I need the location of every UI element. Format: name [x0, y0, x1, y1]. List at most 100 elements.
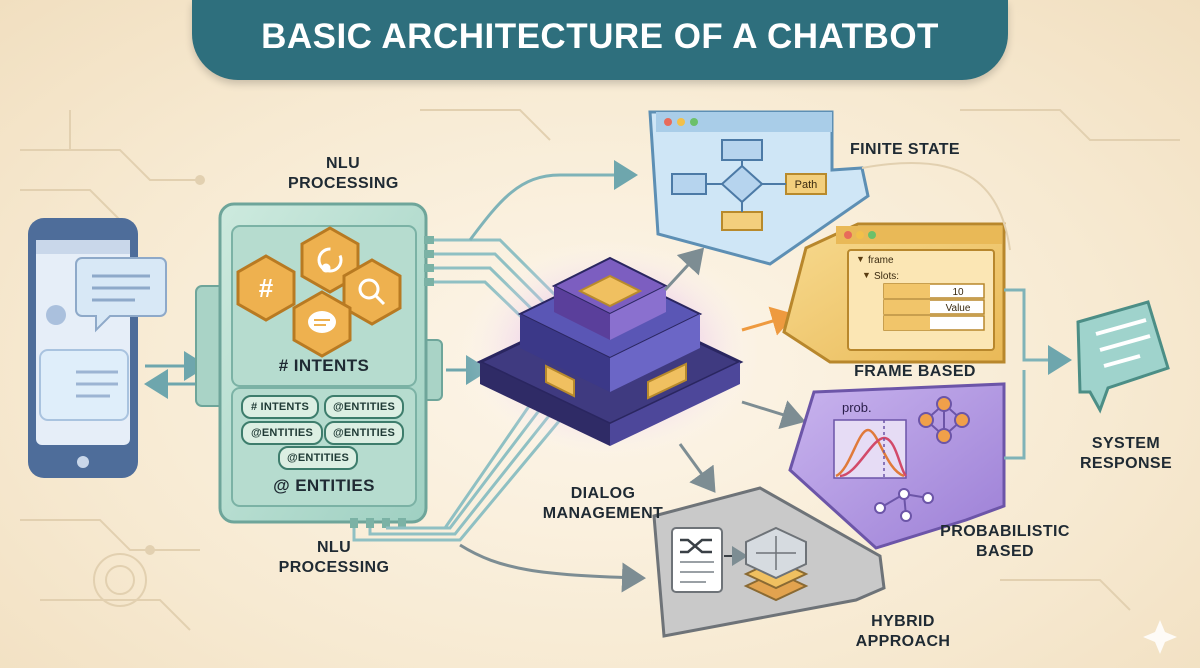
hybrid-label-line1: HYBRID: [871, 613, 935, 630]
connector-finite-frame: [861, 161, 1011, 251]
pin: [366, 518, 374, 528]
page-title: BASIC ARCHITECTURE OF A CHATBOT: [261, 17, 939, 56]
circuit-line-8: [420, 109, 551, 141]
refresh-icon: [317, 247, 343, 273]
hybrid-label: HYBRID APPROACH: [838, 612, 968, 652]
finite-state-label: FINITE STATE: [850, 141, 960, 158]
window-dot-yellow: [677, 118, 685, 126]
dialog-mid-right: [610, 314, 700, 392]
window-dot-green: [868, 231, 876, 239]
nlu-top-label: NLU PROCESSING: [288, 154, 398, 194]
prob-label-line2: BASED: [975, 543, 1034, 560]
response-label-line1: SYSTEM: [1091, 435, 1161, 452]
hashtag-icon: #: [259, 273, 274, 303]
dialog-mid-left: [520, 314, 610, 392]
circuit-ring-2: [105, 565, 135, 595]
entities-label: @ ENTITIES: [273, 476, 375, 495]
nlu-bottom-label: NLU PROCESSING: [274, 538, 394, 578]
pin: [398, 518, 406, 528]
state-connectors: [706, 160, 786, 212]
circuit-dot-1: [195, 175, 205, 185]
slot-key-2: [884, 300, 930, 314]
intents-label: # INTENTS: [278, 356, 370, 375]
network-node: [922, 492, 934, 504]
response-bubble: [1076, 300, 1170, 414]
hybrid-label-line2: APPROACH: [855, 633, 951, 650]
phone-device: [28, 218, 167, 478]
circuit-line-2: [20, 189, 121, 221]
dialog-core: [460, 240, 760, 460]
probabilistic-label: PROBABILISTIC BASED: [930, 522, 1080, 562]
window-dot-yellow: [856, 231, 864, 239]
state-box-top: [721, 139, 763, 161]
arrow-dialog-to-prob: [741, 400, 806, 429]
circuit-line-6: [960, 109, 1180, 141]
dialog-top-right: [610, 286, 666, 340]
triangle-icon: ▼: [856, 254, 865, 264]
tag-pill: @ENTITIES: [324, 421, 404, 445]
prob-curve-1: [835, 428, 905, 478]
network-node: [936, 428, 952, 444]
dialog-gold-block-right: [647, 362, 687, 400]
sparkle-icon: [1143, 620, 1177, 654]
circuit-ring-1: [93, 553, 147, 607]
response-label-line2: RESPONSE: [1079, 455, 1173, 472]
dialog-label-line2: MANAGEMENT: [542, 505, 664, 522]
arrow-dialog-to-finite: [663, 247, 705, 292]
wire: [368, 411, 554, 536]
system-response-label: SYSTEM RESPONSE: [1066, 434, 1186, 474]
circuit-line-4: [20, 519, 200, 551]
dialog-base-left: [480, 362, 610, 446]
circuit-line-1: [20, 149, 200, 181]
nlu-bottom-label-line1: NLU: [316, 539, 352, 556]
phone-home-button: [77, 456, 89, 468]
window-dot-red: [844, 231, 852, 239]
circuit-line-7: [1000, 579, 1131, 611]
shuffle-icon: [680, 538, 712, 554]
finite-state-window: Path: [648, 110, 870, 266]
network-node: [874, 502, 886, 514]
chat-bubble-icon: [308, 311, 336, 333]
arrow-dialog-to-hybrid: [678, 443, 716, 493]
frame-title: frame: [868, 255, 894, 266]
response-line-3: [1103, 354, 1141, 368]
arrow-to-hybrid: [459, 543, 646, 593]
dialog-management-label: DIALOG MANAGEMENT: [528, 484, 678, 524]
hex-hashtag: [236, 254, 296, 322]
probabilistic-card: prob.: [788, 382, 1006, 550]
triangle-icon-2: ▼: [862, 270, 871, 280]
pin: [350, 518, 358, 528]
nlu-bottom-label-line2: PROCESSING: [278, 559, 390, 576]
circuit-dot-2: [145, 545, 155, 555]
wire: [402, 395, 538, 530]
pin: [424, 236, 434, 244]
dialog-top-left: [554, 286, 610, 340]
pin: [424, 264, 434, 272]
phone-status-bar: [36, 240, 130, 254]
response-line-1: [1095, 318, 1147, 336]
tag-pill: @ENTITIES: [324, 395, 404, 419]
title-banner: BASIC ARCHITECTURE OF A CHATBOT: [192, 0, 1008, 80]
wire: [352, 419, 562, 542]
prob-label: prob.: [842, 400, 872, 415]
nlu-top-label-line2: PROCESSING: [288, 175, 399, 192]
state-box-bottom: [721, 211, 763, 231]
slot-value-2: Value: [946, 303, 971, 314]
window-dot-red: [664, 118, 672, 126]
tag-pill: # INTENTS: [241, 395, 319, 419]
response-line-2: [1099, 334, 1151, 352]
network-node: [898, 488, 910, 500]
hybrid-card: [652, 486, 886, 638]
network-node: [918, 412, 934, 428]
slots-label: Slots:: [874, 271, 899, 282]
document-icon: [671, 527, 723, 593]
nlu-top-label-line1: NLU: [325, 155, 361, 172]
slot-value-1: 10: [952, 287, 964, 298]
frame-based-window: ▼ frame ▼ Slots: 10 Value: [782, 222, 1006, 364]
prob-label-line1: PROBABILISTIC: [940, 523, 1070, 540]
arrow-to-finite-state: [468, 160, 638, 241]
slot-key-1: [884, 284, 930, 298]
dialog-gold-block-left: [545, 364, 575, 398]
finite-titlebar: [656, 112, 832, 132]
